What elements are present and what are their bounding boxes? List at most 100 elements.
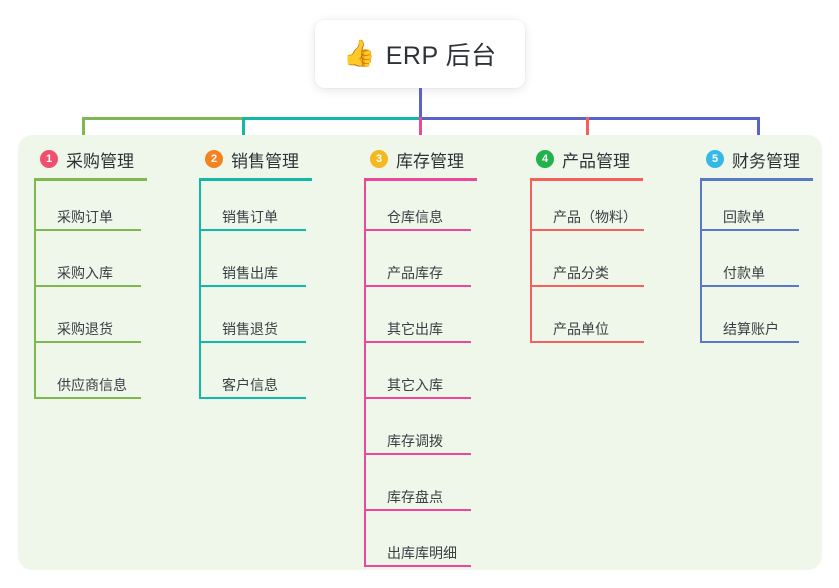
branch-title-3: 库存管理	[396, 151, 464, 171]
list-item-label: 销售退货	[222, 321, 278, 337]
connector-bar-green	[82, 117, 242, 120]
root-connector-stem	[419, 88, 422, 118]
branch-header-4[interactable]: 4 产品管理	[530, 146, 680, 172]
list-item-rule	[200, 229, 306, 231]
branch-column-3: 3 库存管理 仓库信息 产品库存 其它出库 其它入库 库存调拨	[364, 146, 514, 573]
list-item[interactable]: 其它出库	[365, 293, 514, 349]
list-item-label: 采购退货	[57, 321, 113, 337]
list-item-rule	[200, 341, 306, 343]
list-item-rule	[701, 285, 799, 287]
list-item-rule	[531, 341, 644, 343]
branch-number-badge-5: 5	[706, 150, 724, 168]
list-item[interactable]: 销售出库	[200, 237, 349, 293]
list-item-rule	[365, 341, 471, 343]
branch-items-2: 销售订单 销售出库 销售退货 客户信息	[199, 181, 349, 405]
list-item-label: 产品分类	[553, 265, 609, 281]
list-item-label: 产品单位	[553, 321, 609, 337]
list-item[interactable]: 客户信息	[200, 349, 349, 405]
list-item[interactable]: 采购入库	[35, 237, 184, 293]
list-item-rule	[365, 397, 471, 399]
connector-drop-4	[586, 117, 589, 146]
list-item-rule	[200, 285, 306, 287]
branch-column-5: 5 财务管理 回款单 付款单 结算账户	[700, 146, 839, 349]
list-item-label: 仓库信息	[387, 209, 443, 225]
branch-header-3[interactable]: 3 库存管理	[364, 146, 514, 172]
thumbs-up-icon: 👍	[343, 39, 376, 69]
connector-drop-2	[242, 117, 245, 146]
branch-header-1[interactable]: 1 采购管理	[34, 146, 184, 172]
list-item-rule	[35, 285, 141, 287]
list-item-label: 结算账户	[723, 321, 779, 337]
branch-spine-3	[364, 181, 366, 567]
list-item[interactable]: 供应商信息	[35, 349, 184, 405]
list-item-rule	[531, 285, 644, 287]
list-item-label: 产品库存	[387, 265, 443, 281]
list-item[interactable]: 付款单	[701, 237, 839, 293]
list-item[interactable]: 其它入库	[365, 349, 514, 405]
connector-drop-5	[757, 117, 760, 146]
list-item-rule	[35, 229, 141, 231]
list-item[interactable]: 采购退货	[35, 293, 184, 349]
branch-spine-2	[199, 181, 201, 399]
branch-rule-3	[364, 178, 477, 181]
list-item-rule	[365, 285, 471, 287]
list-item-rule	[701, 229, 799, 231]
branch-spine-1	[34, 181, 36, 399]
connector-drop-3	[419, 117, 422, 146]
branch-title-5: 财务管理	[732, 151, 800, 171]
list-item-rule	[531, 229, 644, 231]
list-item-rule	[200, 397, 306, 399]
list-item-label: 采购订单	[57, 209, 113, 225]
branch-items-1: 采购订单 采购入库 采购退货 供应商信息	[34, 181, 184, 405]
branch-spine-5	[700, 181, 702, 343]
list-item-label: 销售出库	[222, 265, 278, 281]
list-item[interactable]: 仓库信息	[365, 181, 514, 237]
list-item[interactable]: 产品（物料）	[531, 181, 680, 237]
list-item-label: 付款单	[723, 265, 765, 281]
list-item-label: 销售订单	[222, 209, 278, 225]
branch-number-badge-4: 4	[536, 150, 554, 168]
branch-rule-4	[530, 178, 643, 181]
list-item-rule	[35, 341, 141, 343]
branch-column-4: 4 产品管理 产品（物料） 产品分类 产品单位	[530, 146, 680, 349]
list-item[interactable]: 库存调拨	[365, 405, 514, 461]
list-item-label: 采购入库	[57, 265, 113, 281]
root-node-title: ERP 后台	[385, 42, 497, 70]
branch-number-badge-3: 3	[370, 150, 388, 168]
diagram-panel	[18, 135, 822, 570]
branch-header-5[interactable]: 5 财务管理	[700, 146, 839, 172]
list-item-label: 库存盘点	[387, 489, 443, 505]
list-item[interactable]: 库存盘点	[365, 461, 514, 517]
branch-items-5: 回款单 付款单 结算账户	[700, 181, 839, 349]
connector-drop-1	[82, 117, 85, 146]
list-item[interactable]: 销售退货	[200, 293, 349, 349]
list-item[interactable]: 采购订单	[35, 181, 184, 237]
list-item-rule	[35, 397, 141, 399]
connector-bar-blue	[420, 117, 760, 120]
list-item-label: 回款单	[723, 209, 765, 225]
list-item[interactable]: 产品单位	[531, 293, 680, 349]
list-item[interactable]: 回款单	[701, 181, 839, 237]
list-item[interactable]: 产品库存	[365, 237, 514, 293]
branch-items-3: 仓库信息 产品库存 其它出库 其它入库 库存调拨 库存盘点	[364, 181, 514, 573]
list-item-label: 库存调拨	[387, 433, 443, 449]
list-item-rule	[365, 565, 471, 567]
branch-rule-5	[700, 178, 813, 181]
list-item[interactable]: 出库库明细	[365, 517, 514, 573]
branch-spine-4	[530, 181, 532, 343]
branch-rule-1	[34, 178, 147, 181]
branch-number-badge-2: 2	[205, 150, 223, 168]
branch-header-2[interactable]: 2 销售管理	[199, 146, 349, 172]
list-item-label: 其它入库	[387, 377, 443, 393]
list-item-rule	[701, 341, 799, 343]
list-item[interactable]: 结算账户	[701, 293, 839, 349]
list-item[interactable]: 产品分类	[531, 237, 680, 293]
connector-bar-teal	[242, 117, 420, 120]
root-node[interactable]: 👍 ERP 后台	[315, 20, 525, 88]
branch-rule-2	[199, 178, 312, 181]
list-item-label: 供应商信息	[57, 377, 127, 393]
branch-title-4: 产品管理	[562, 151, 630, 171]
list-item-label: 其它出库	[387, 321, 443, 337]
list-item[interactable]: 销售订单	[200, 181, 349, 237]
